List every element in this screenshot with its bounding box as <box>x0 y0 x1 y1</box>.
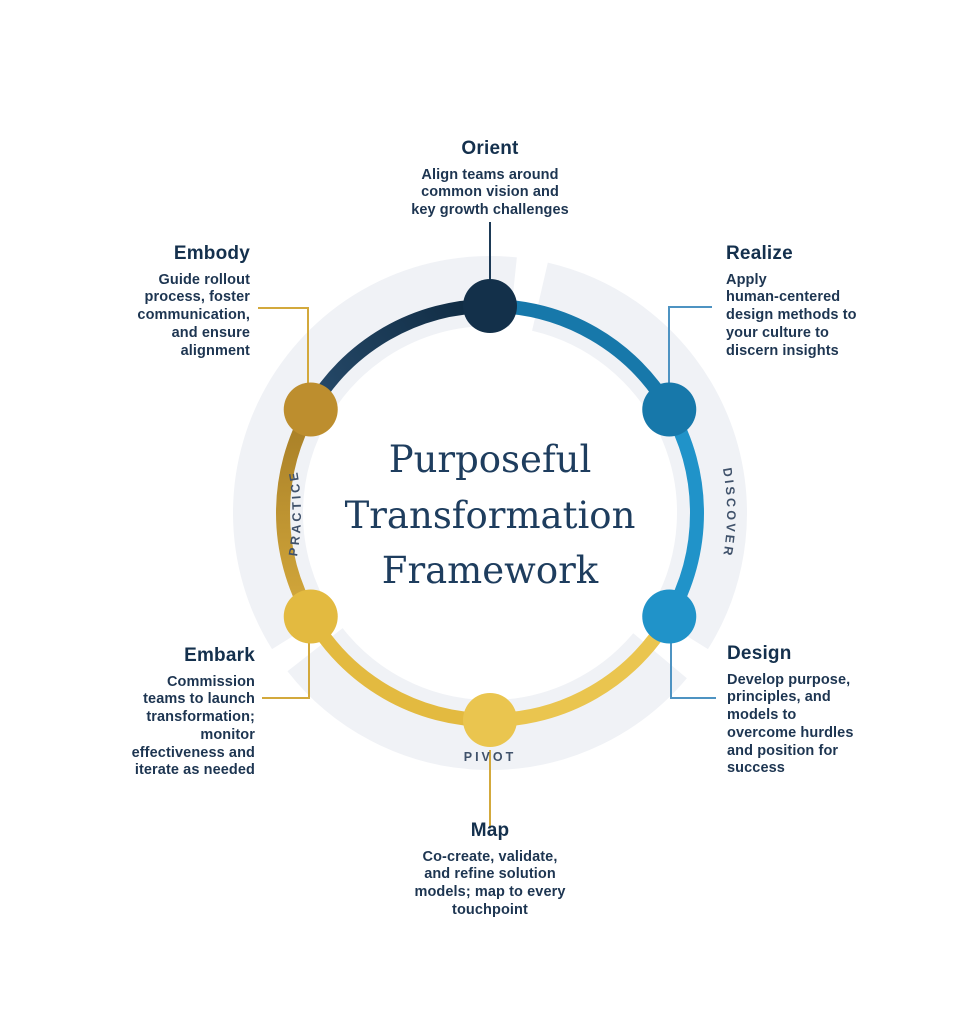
node-embark <box>283 589 338 644</box>
ring-segment-map-embark <box>304 612 491 727</box>
stage-title-map: Map <box>470 820 510 841</box>
ring-segment-design-map <box>489 612 676 727</box>
stage-title-design: Design <box>727 643 792 664</box>
ring-label-practice: PRACTICE <box>286 469 304 558</box>
connector-embark <box>262 643 310 699</box>
node-realize <box>642 382 697 437</box>
stage-description-embody: Guide rollout process, foster communicat… <box>137 271 250 359</box>
ring-segment-realize-design <box>663 406 704 620</box>
node-embody <box>283 382 338 437</box>
stage-nodes <box>283 279 697 747</box>
stage-description-realize: Apply human-centered design methods to y… <box>726 271 857 359</box>
ring-segment-embark-embody <box>276 406 317 620</box>
stage-title-orient: Orient <box>461 138 519 159</box>
stage-block-embody: Embody Guide rollout process, foster com… <box>78 243 250 360</box>
node-design <box>642 589 697 644</box>
stage-block-realize: Realize Apply human-centered design meth… <box>726 243 916 360</box>
ring-label-discover: DISCOVER <box>720 467 738 560</box>
ring-background-arc-right <box>531 262 747 650</box>
stage-block-orient: Orient Align teams around common vision … <box>355 138 625 220</box>
stage-description-map: Co-create, validate, and refine solution… <box>414 848 566 918</box>
ring-segments <box>276 299 704 727</box>
connector-embody <box>258 307 309 384</box>
stage-block-map: Map Co-create, validate, and refine solu… <box>355 820 625 920</box>
connector-realize <box>668 306 712 384</box>
node-map <box>463 693 517 747</box>
stage-description-embark: Commission teams to launch transformatio… <box>131 673 255 779</box>
ring-segment-orient-realize <box>489 299 676 414</box>
stage-block-embark: Embark Commission teams to launch transf… <box>92 645 255 780</box>
center-title: Purposeful Transformation Framework <box>344 438 636 592</box>
connectors <box>258 222 716 828</box>
ring-label-pivot: PIVOT <box>464 750 517 764</box>
node-orient <box>463 279 517 333</box>
stage-title-embody: Embody <box>173 243 250 264</box>
stage-title-embark: Embark <box>184 645 255 666</box>
connector-design <box>670 643 716 699</box>
stage-title-realize: Realize <box>726 243 793 264</box>
stage-description-design: Develop purpose, principles, and models … <box>727 671 854 777</box>
ring-segment-embody-orient <box>304 299 491 414</box>
stage-block-design: Design Develop purpose, principles, and … <box>727 643 922 778</box>
stage-description-orient: Align teams around common vision and key… <box>411 166 569 219</box>
